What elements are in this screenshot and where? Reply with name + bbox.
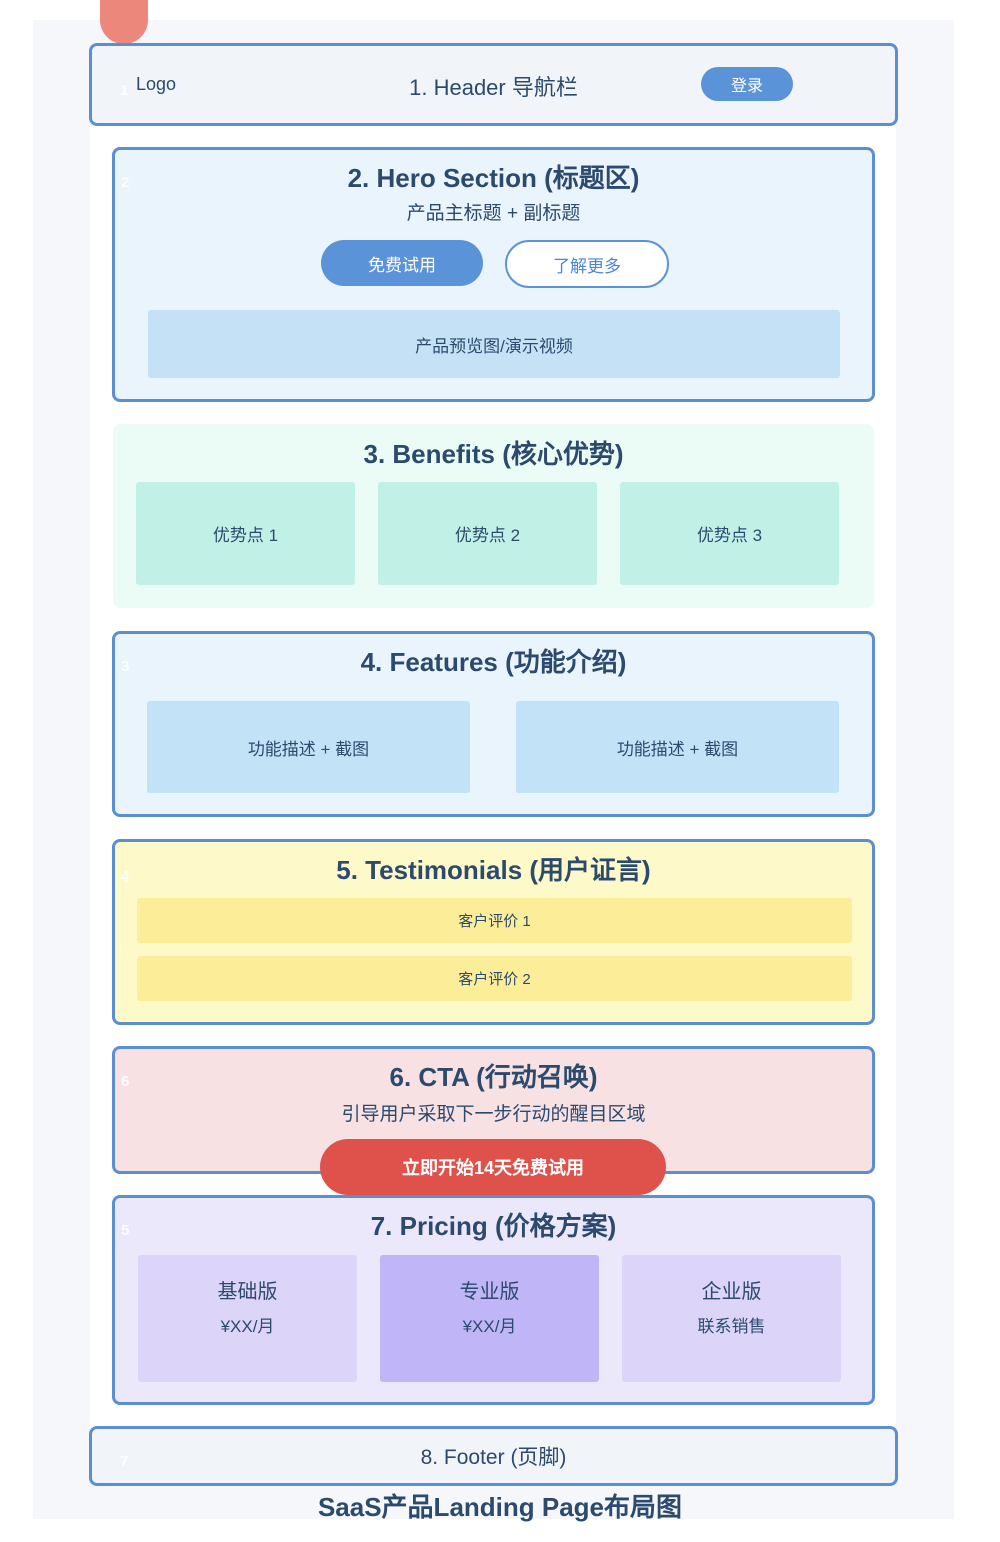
free-trial-button[interactable]: 免费试用 <box>321 240 483 286</box>
plan-name: 专业版 <box>459 1281 520 1303</box>
benefits-section: 3. Benefits (核心优势) 优势点 1 优势点 2 优势点 3 <box>113 424 874 608</box>
feature-card: 功能描述 + 截图 <box>516 701 839 793</box>
section-number: 6 <box>121 1073 130 1090</box>
hero-subtitle: 产品主标题 + 副标题 <box>406 203 581 224</box>
testimonials-section: 4 5. Testimonials (用户证言) 客户评价 1 客户评价 2 <box>112 839 875 1025</box>
cta-title: 6. CTA (行动召唤) <box>389 1062 598 1092</box>
footer-label: 8. Footer (页脚) <box>420 1446 567 1469</box>
testimonial-item: 客户评价 1 <box>137 898 852 943</box>
pricing-section: 5 7. Pricing (价格方案) 基础版 ¥XX/月 专业版 ¥XX/月 … <box>112 1195 875 1405</box>
features-title: 4. Features (功能介绍) <box>360 647 627 677</box>
header-section: 1 Logo 1. Header 导航栏 登录 <box>89 43 898 126</box>
plan-name: 企业版 <box>701 1281 762 1303</box>
testimonial-item: 客户评价 2 <box>137 956 852 1001</box>
feature-card: 功能描述 + 截图 <box>147 701 470 793</box>
footer-section: 7 8. Footer (页脚) <box>89 1426 898 1486</box>
benefit-card: 优势点 1 <box>136 482 355 585</box>
annotation-dot <box>100 0 148 44</box>
benefit-card: 优势点 3 <box>620 482 839 585</box>
benefits-title: 3. Benefits (核心优势) <box>363 439 624 469</box>
section-number: 3 <box>121 658 130 675</box>
diagram-caption: SaaS产品Landing Page布局图 <box>317 1492 683 1522</box>
testimonials-title: 5. Testimonials (用户证言) <box>336 855 651 885</box>
pricing-card-enterprise: 企业版 联系销售 <box>622 1255 841 1382</box>
plan-name: 基础版 <box>217 1281 278 1303</box>
features-section: 3 4. Features (功能介绍) 功能描述 + 截图 功能描述 + 截图 <box>112 631 875 817</box>
pricing-card-pro: 专业版 ¥XX/月 <box>380 1255 599 1382</box>
header-title: 1. Header 导航栏 <box>409 75 578 100</box>
logo: Logo <box>136 74 177 94</box>
learn-more-button[interactable]: 了解更多 <box>505 240 669 288</box>
section-number: 2 <box>121 174 130 191</box>
plan-price: ¥XX/月 <box>220 1317 275 1336</box>
pricing-title: 7. Pricing (价格方案) <box>370 1211 617 1241</box>
product-preview: 产品预览图/演示视频 <box>148 310 840 378</box>
benefit-card: 优势点 2 <box>378 482 597 585</box>
hero-section: 2 2. Hero Section (标题区) 产品主标题 + 副标题 免费试用… <box>112 147 875 402</box>
section-number: 4 <box>121 868 130 885</box>
cta-subtitle: 引导用户采取下一步行动的醒目区域 <box>341 1104 646 1125</box>
section-number: 5 <box>121 1222 130 1239</box>
pricing-card-basic: 基础版 ¥XX/月 <box>138 1255 357 1382</box>
plan-price: ¥XX/月 <box>462 1317 517 1336</box>
login-button[interactable]: 登录 <box>701 67 793 101</box>
section-number: 7 <box>120 1453 129 1470</box>
start-trial-button[interactable]: 立即开始14天免费试用 <box>320 1139 666 1195</box>
plan-price: 联系销售 <box>697 1317 766 1336</box>
hero-title: 2. Hero Section (标题区) <box>347 163 640 193</box>
section-number: 1 <box>120 82 129 99</box>
